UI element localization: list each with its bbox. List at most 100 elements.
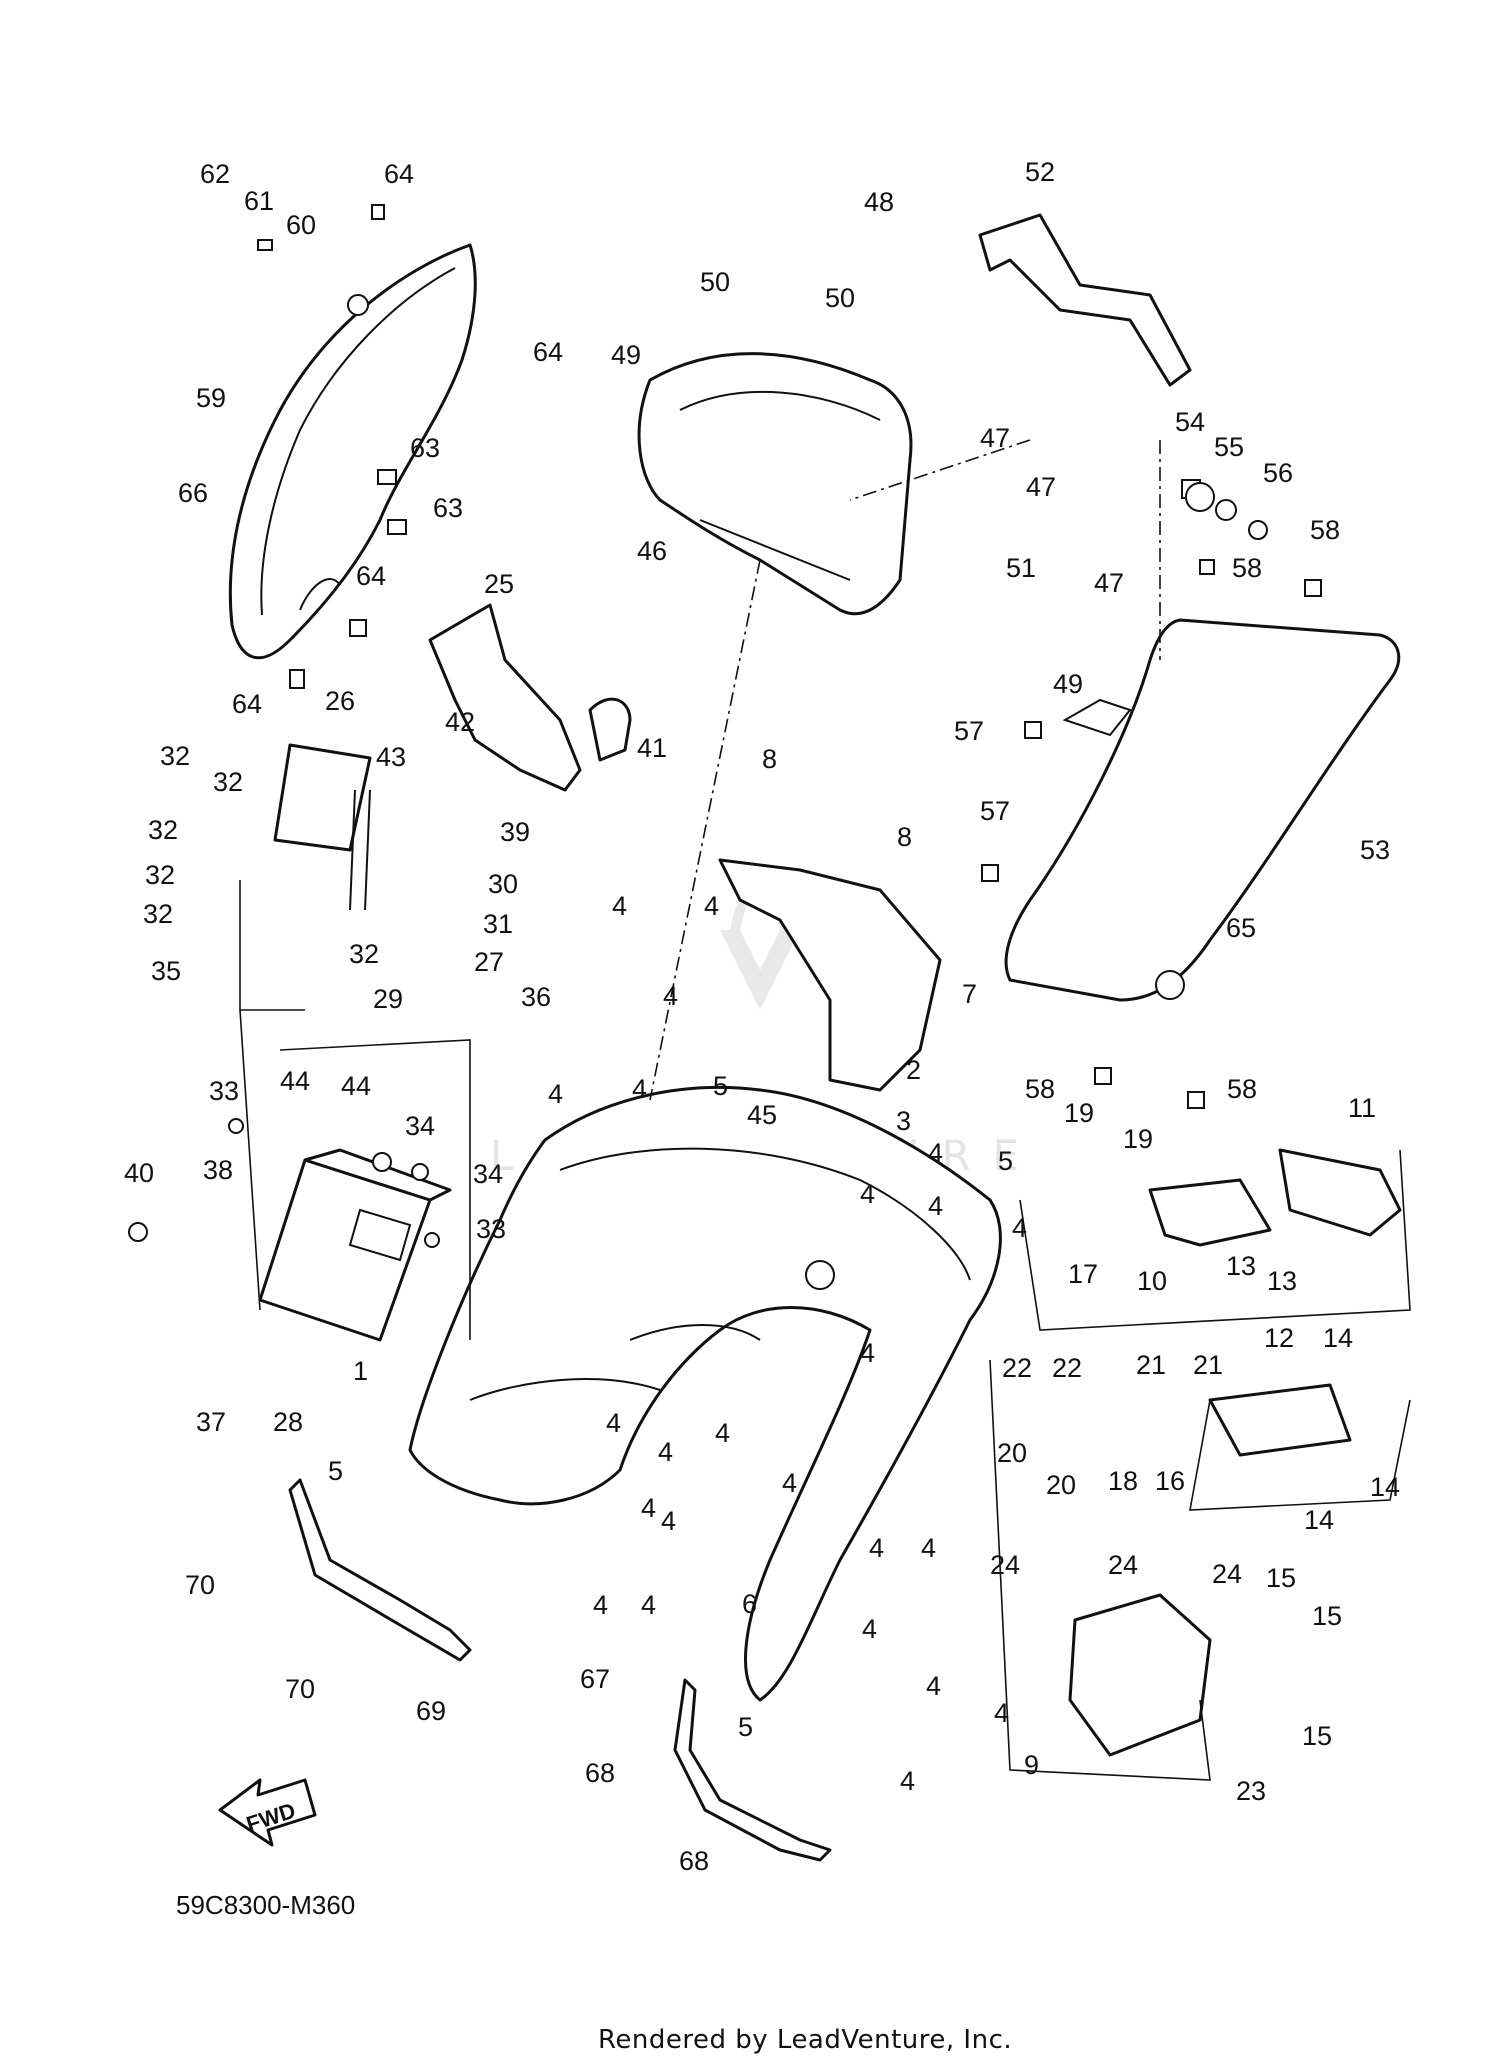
callout-64: 64 xyxy=(232,689,262,719)
callout-9: 9 xyxy=(1024,1750,1039,1780)
callout-36: 36 xyxy=(521,982,551,1012)
callout-25: 25 xyxy=(484,569,514,599)
callout-64: 64 xyxy=(356,561,386,591)
callout-31: 31 xyxy=(483,909,513,939)
callout-44: 44 xyxy=(341,1071,371,1101)
callout-5: 5 xyxy=(328,1456,343,1486)
callout-47: 47 xyxy=(980,423,1010,453)
callout-32: 32 xyxy=(145,860,175,890)
callout-12: 12 xyxy=(1264,1323,1294,1353)
callout-33: 33 xyxy=(209,1076,239,1106)
callout-5: 5 xyxy=(738,1712,753,1742)
callout-41: 41 xyxy=(637,733,667,763)
callout-4: 4 xyxy=(661,1506,676,1536)
part-59-side-cover xyxy=(228,243,477,660)
callout-21: 21 xyxy=(1193,1350,1223,1380)
callout-28: 28 xyxy=(273,1407,303,1437)
callout-63: 63 xyxy=(410,433,440,463)
callout-24: 24 xyxy=(1212,1559,1242,1589)
callout-32: 32 xyxy=(213,767,243,797)
callout-58: 58 xyxy=(1232,553,1262,583)
callout-14: 14 xyxy=(1323,1323,1353,1353)
callout-57: 57 xyxy=(954,716,984,746)
callout-4: 4 xyxy=(1012,1213,1027,1243)
callout-55: 55 xyxy=(1214,432,1244,462)
callout-52: 52 xyxy=(1025,157,1055,187)
callout-32: 32 xyxy=(148,815,178,845)
part-46-front-panel xyxy=(637,352,913,616)
callout-61: 61 xyxy=(244,186,274,216)
callout-4: 4 xyxy=(782,1468,797,1498)
callout-15: 15 xyxy=(1302,1721,1332,1751)
callout-64: 64 xyxy=(384,159,414,189)
callout-6: 6 xyxy=(742,1589,757,1619)
callout-13: 13 xyxy=(1267,1266,1297,1296)
callout-33: 33 xyxy=(476,1214,506,1244)
callout-4: 4 xyxy=(921,1533,936,1563)
part-9-lower-box xyxy=(1068,1593,1212,1757)
callout-34: 34 xyxy=(473,1159,503,1189)
callout-67: 67 xyxy=(580,1664,610,1694)
callout-4: 4 xyxy=(606,1408,621,1438)
callout-70: 70 xyxy=(185,1570,215,1600)
callout-18: 18 xyxy=(1108,1466,1138,1496)
callout-58: 58 xyxy=(1025,1074,1055,1104)
callout-4: 4 xyxy=(658,1437,673,1467)
callout-5: 5 xyxy=(713,1071,728,1101)
part-7-inner-duct xyxy=(718,858,942,1092)
fasteners xyxy=(128,204,1322,1248)
callout-22: 22 xyxy=(1052,1353,1082,1383)
callout-10: 10 xyxy=(1137,1266,1167,1296)
callout-4: 4 xyxy=(860,1179,875,1209)
callout-4: 4 xyxy=(641,1590,656,1620)
callout-14: 14 xyxy=(1370,1472,1400,1502)
callout-26: 26 xyxy=(325,686,355,716)
callout-4: 4 xyxy=(926,1671,941,1701)
part-53-right-panel xyxy=(1004,618,1401,1002)
callout-35: 35 xyxy=(151,956,181,986)
callout-7: 7 xyxy=(962,979,977,1009)
callout-3: 3 xyxy=(896,1106,911,1136)
callout-1: 1 xyxy=(353,1356,368,1386)
callout-24: 24 xyxy=(1108,1550,1138,1580)
callout-39: 39 xyxy=(500,817,530,847)
part-10-ecu xyxy=(1148,1178,1272,1247)
callout-15: 15 xyxy=(1312,1601,1342,1631)
callout-20: 20 xyxy=(1046,1470,1076,1500)
callout-13: 13 xyxy=(1226,1251,1256,1281)
callout-69: 69 xyxy=(416,1696,446,1726)
callout-68: 68 xyxy=(679,1846,709,1876)
part-11-cover xyxy=(1278,1148,1402,1237)
callout-47: 47 xyxy=(1026,472,1056,502)
part-25-air-duct xyxy=(428,603,632,792)
diagram-code: 59C8300-M360 xyxy=(176,1890,356,1920)
callout-4: 4 xyxy=(860,1338,875,1368)
callout-21: 21 xyxy=(1136,1350,1166,1380)
callout-29: 29 xyxy=(373,984,403,1014)
callout-23: 23 xyxy=(1236,1776,1266,1806)
callout-48: 48 xyxy=(864,187,894,217)
callout-15: 15 xyxy=(1266,1563,1296,1593)
callout-16: 16 xyxy=(1155,1466,1185,1496)
callout-17: 17 xyxy=(1068,1259,1098,1289)
callout-4: 4 xyxy=(928,1191,943,1221)
callout-38: 38 xyxy=(203,1155,233,1185)
callout-22: 22 xyxy=(1002,1353,1032,1383)
callout-59: 59 xyxy=(196,383,226,413)
callout-70: 70 xyxy=(285,1674,315,1704)
callout-4: 4 xyxy=(900,1766,915,1796)
callout-45: 45 xyxy=(747,1100,777,1130)
callout-8: 8 xyxy=(897,822,912,852)
callout-47: 47 xyxy=(1094,568,1124,598)
callout-2: 2 xyxy=(906,1055,921,1085)
callout-50: 50 xyxy=(700,267,730,297)
callout-24: 24 xyxy=(990,1550,1020,1580)
callout-32: 32 xyxy=(349,939,379,969)
callout-4: 4 xyxy=(869,1533,884,1563)
render-credit: Rendered by LeadVenture, Inc. xyxy=(598,2025,1013,2055)
callout-46: 46 xyxy=(637,536,667,566)
callout-4: 4 xyxy=(715,1418,730,1448)
callout-50: 50 xyxy=(825,283,855,313)
callout-32: 32 xyxy=(143,899,173,929)
